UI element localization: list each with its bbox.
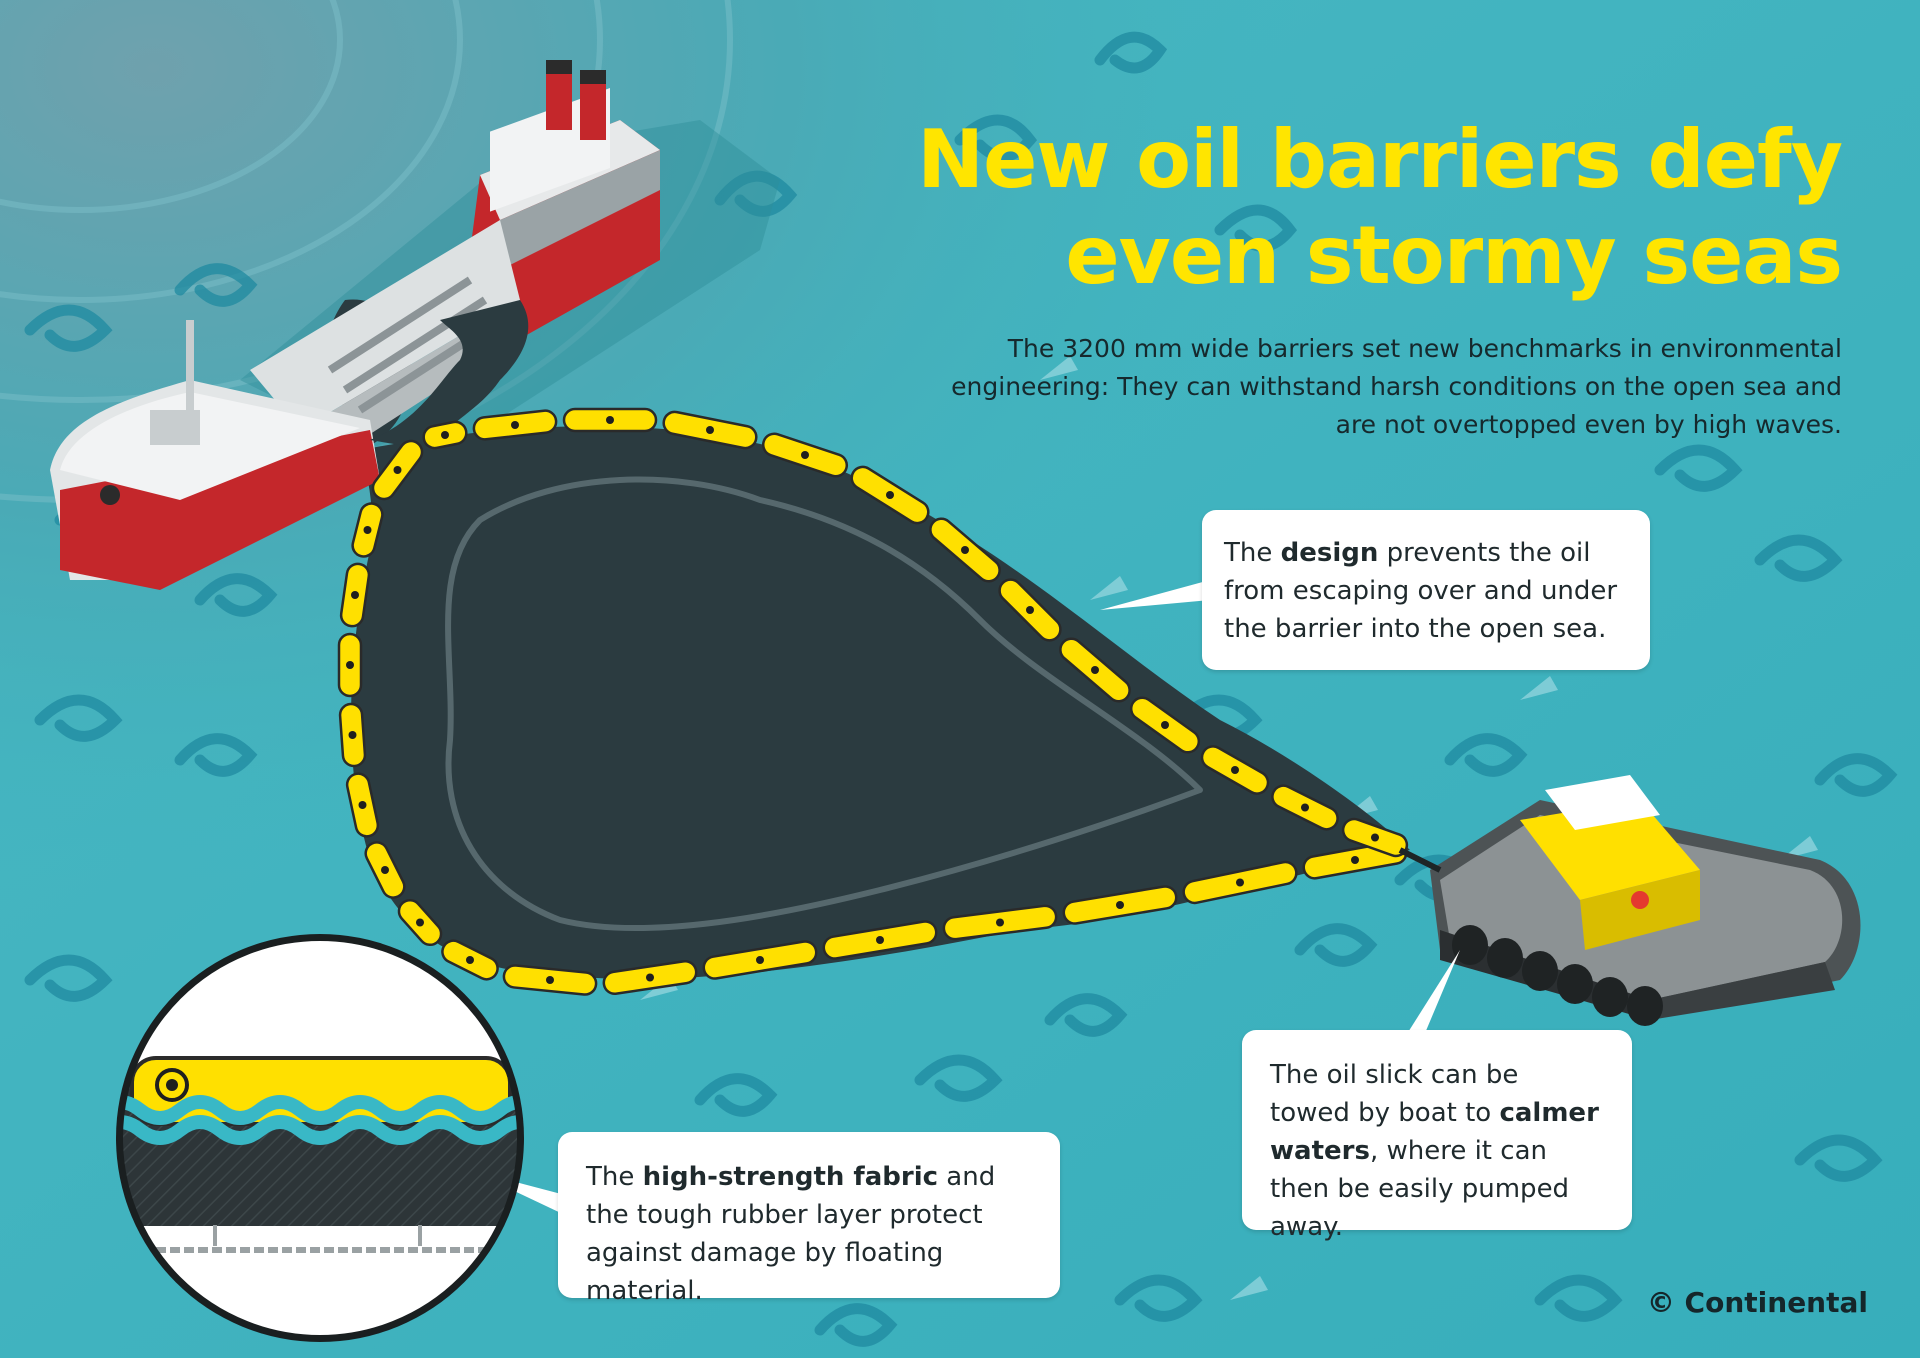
boom-segment-dot (886, 491, 894, 499)
boom-segment-dot (1026, 606, 1034, 614)
callout-fabric: The high-strength fabric and the tough r… (558, 1132, 1060, 1306)
tow-line (1398, 847, 1442, 873)
boom-segment-dot (961, 546, 969, 554)
boom-segment-dot (511, 421, 519, 429)
boom-segment-dot (876, 936, 884, 944)
callout-tow: The oil slick can be towed by boat to ca… (1242, 1030, 1632, 1242)
boom-segment-dot (466, 956, 474, 964)
boom-segment-dot (646, 973, 654, 982)
oil-tanker-icon (50, 60, 660, 590)
boom-segment-dot (1236, 878, 1244, 887)
boom-segment-dot (1371, 833, 1379, 842)
boom-segment-dot (706, 426, 714, 434)
boom-segment-dot (1351, 856, 1359, 864)
boom-segment-dot (1231, 766, 1239, 774)
boom-segment-dot (606, 416, 614, 424)
headline: New oil barriers defy even stormy seas (742, 112, 1843, 304)
boom-segment-dot (363, 526, 372, 534)
callout-fabric-text-end: and the tough rubber layer protect again… (586, 1162, 996, 1306)
boom-segment-dot (441, 431, 449, 439)
tugboat-icon (1430, 775, 1861, 1026)
oil-leak (370, 300, 529, 450)
tire-fenders (1452, 925, 1663, 1026)
headline-line-2: even stormy seas (1065, 209, 1843, 302)
callout-design-bold: design (1280, 538, 1379, 568)
callout-tow-text-start: The oil slick can be towed by boat to (1270, 1060, 1519, 1128)
callout-design: The design prevents the oil from escapin… (1202, 510, 1650, 670)
boom-segment-dot (801, 451, 809, 459)
boom-segment-dot (381, 866, 389, 874)
boom-segment-dot (546, 976, 554, 984)
callout-fabric-text-start: The (586, 1162, 643, 1192)
boom-segment-dot (1091, 666, 1099, 674)
callout-design-text-start: The (1224, 538, 1281, 568)
barrier-detail-icon (116, 934, 524, 1342)
boom-segment-dot (1161, 721, 1169, 729)
oil-boom (337, 407, 1409, 996)
callout-design-text-end: prevents the oil from escaping over and … (1224, 538, 1618, 644)
callout-tow-bold: calmer waters (1270, 1098, 1599, 1166)
subtitle: The 3200 mm wide barriers set new benchm… (951, 334, 1842, 439)
callout-tow-text-end: , where it can then be easily pumped awa… (1270, 1136, 1570, 1242)
boom-segment-dot (346, 661, 354, 669)
boom-segment-dot (351, 591, 359, 599)
boom-segment-dot (348, 731, 357, 739)
callout-design-pointer (1100, 580, 1210, 610)
headline-line-1: New oil barriers defy (917, 113, 1843, 206)
boom-segment-dot (358, 801, 367, 809)
boom-segment-dot (416, 918, 424, 927)
copyright: © Continental (1646, 1286, 1868, 1319)
boom-segment-dot (996, 918, 1004, 927)
callout-fabric-bold: high-strength fabric (642, 1162, 939, 1192)
boom-segment-dot (393, 466, 402, 474)
boom-segment-dot (756, 956, 764, 964)
boom-segment-dot (1301, 803, 1309, 812)
callout-tow-pointer (1400, 950, 1460, 1045)
oil-slick (325, 299, 1410, 979)
boom-segment-dot (1116, 901, 1124, 909)
